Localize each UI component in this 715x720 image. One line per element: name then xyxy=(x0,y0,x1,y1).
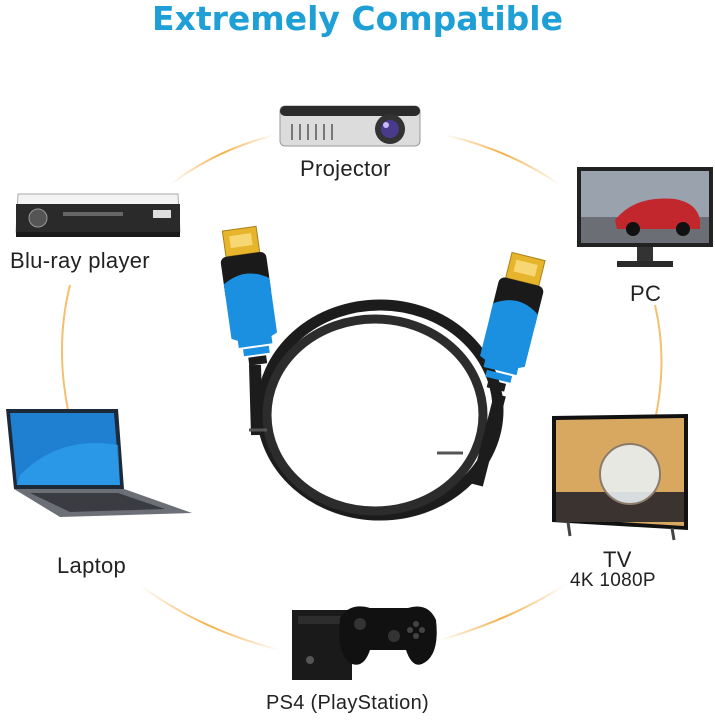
ring-arc-left xyxy=(61,284,71,411)
ring-arc-right xyxy=(654,304,663,421)
bluray-player-label: Blu-ray player xyxy=(10,248,150,273)
ring-arc-top-left xyxy=(169,134,276,186)
tv-icon xyxy=(552,414,688,541)
ring-arc-bottom-left xyxy=(139,584,281,651)
projector-icon xyxy=(279,105,421,147)
pc-label: PC xyxy=(630,281,662,306)
laptop-icon xyxy=(6,409,192,517)
ring-arc-bottom-right xyxy=(439,584,566,641)
page-title: Extremely Compatible xyxy=(152,0,563,38)
game-console-icon xyxy=(292,606,437,680)
laptop-label: Laptop xyxy=(57,553,127,578)
tv-resolution-label: 4K 1080P xyxy=(570,570,656,591)
pc-monitor-icon xyxy=(577,167,713,267)
tv-label: TV xyxy=(603,547,632,572)
projector-label: Projector xyxy=(300,156,391,181)
ring-arc-top-right xyxy=(444,134,561,186)
console-label: PS4 (PlayStation) xyxy=(266,692,429,714)
bluray-player-icon xyxy=(15,193,181,237)
hdmi-cable-icon xyxy=(220,225,546,521)
